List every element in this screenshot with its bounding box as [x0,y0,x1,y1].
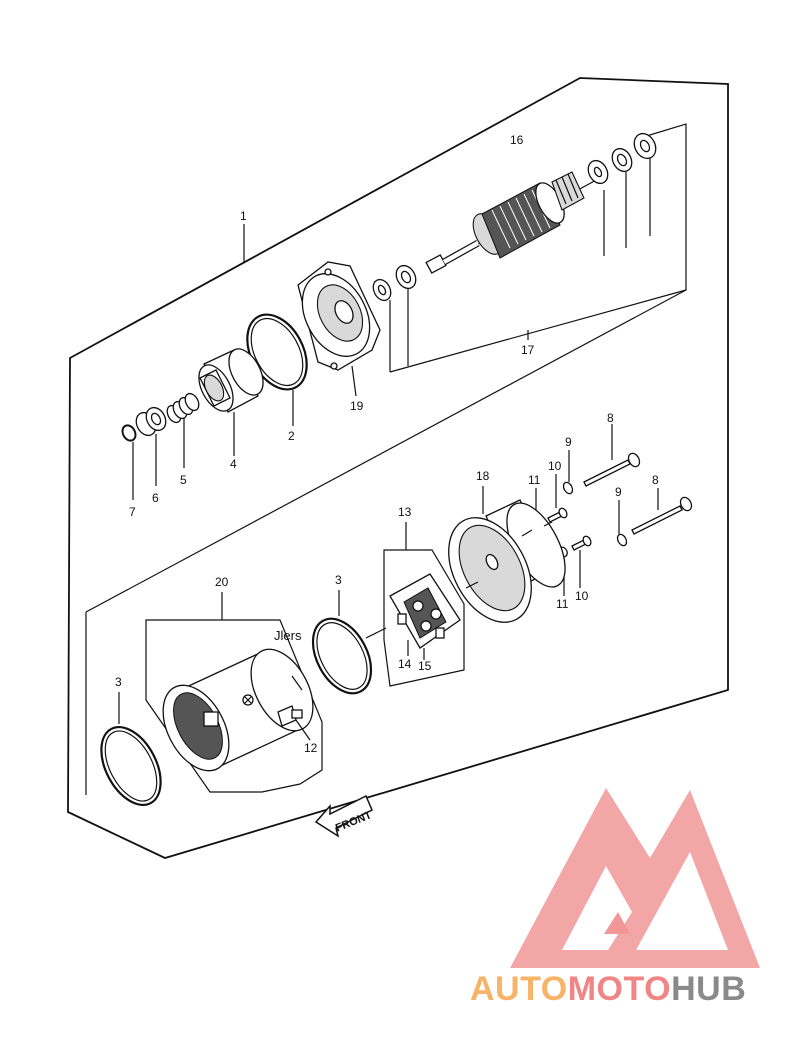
front-arrow: FRONT [314,794,374,838]
callout-5: 5 [180,473,187,487]
callout-10b: 10 [575,589,589,603]
brush-holder [389,573,461,660]
collar [135,406,167,486]
front-bracket [297,261,381,397]
watermark-text: AUTOMOTOHUB [470,970,746,1008]
watermark-logo [510,788,760,968]
callout-13: 13 [398,505,412,519]
callout-20: 20 [215,575,229,589]
washer-set [372,132,657,302]
bracket-13 [383,549,465,687]
callout-19: 19 [350,399,364,413]
watermark-hub: HUB [671,970,746,1008]
group-divider [85,289,687,613]
callout-1: 1 [240,209,247,223]
armature [425,171,601,274]
callout-9a: 9 [565,435,572,449]
watermark-moto: MOTO [568,970,671,1008]
callout-18: 18 [476,469,490,483]
spring [166,392,200,468]
callout-3b: 3 [115,675,122,689]
callout-14: 14 [398,657,412,671]
callout-8b: 8 [652,473,659,487]
callout-16: 16 [510,133,524,147]
callout-12: 12 [304,741,318,755]
o-ring-3-lower [100,692,162,806]
callout-11a: 11 [528,473,541,487]
callout-4: 4 [230,457,237,471]
watermark-auto: AUTO [470,970,568,1008]
callout-3a: 3 [335,573,342,587]
callout-8a: 8 [607,411,614,425]
callout-6: 6 [152,491,159,505]
callout-9b: 9 [615,485,622,499]
yoke-housing [162,648,314,772]
bracket-17 [389,123,687,373]
callout-10a: 10 [548,459,562,473]
callout-7: 7 [129,505,136,519]
callout-15: 15 [418,659,432,673]
assembly-outline [67,77,729,859]
rear-cover [448,486,566,623]
o-ring-3-upper [311,590,373,695]
circlip [121,424,137,500]
mirrored-label: Jlers [274,628,302,643]
through-bolts [583,424,693,535]
callout-17: 17 [521,343,535,357]
callout-2: 2 [288,429,295,443]
callout-11b: 11 [556,597,569,611]
starter-clutch [198,348,264,456]
